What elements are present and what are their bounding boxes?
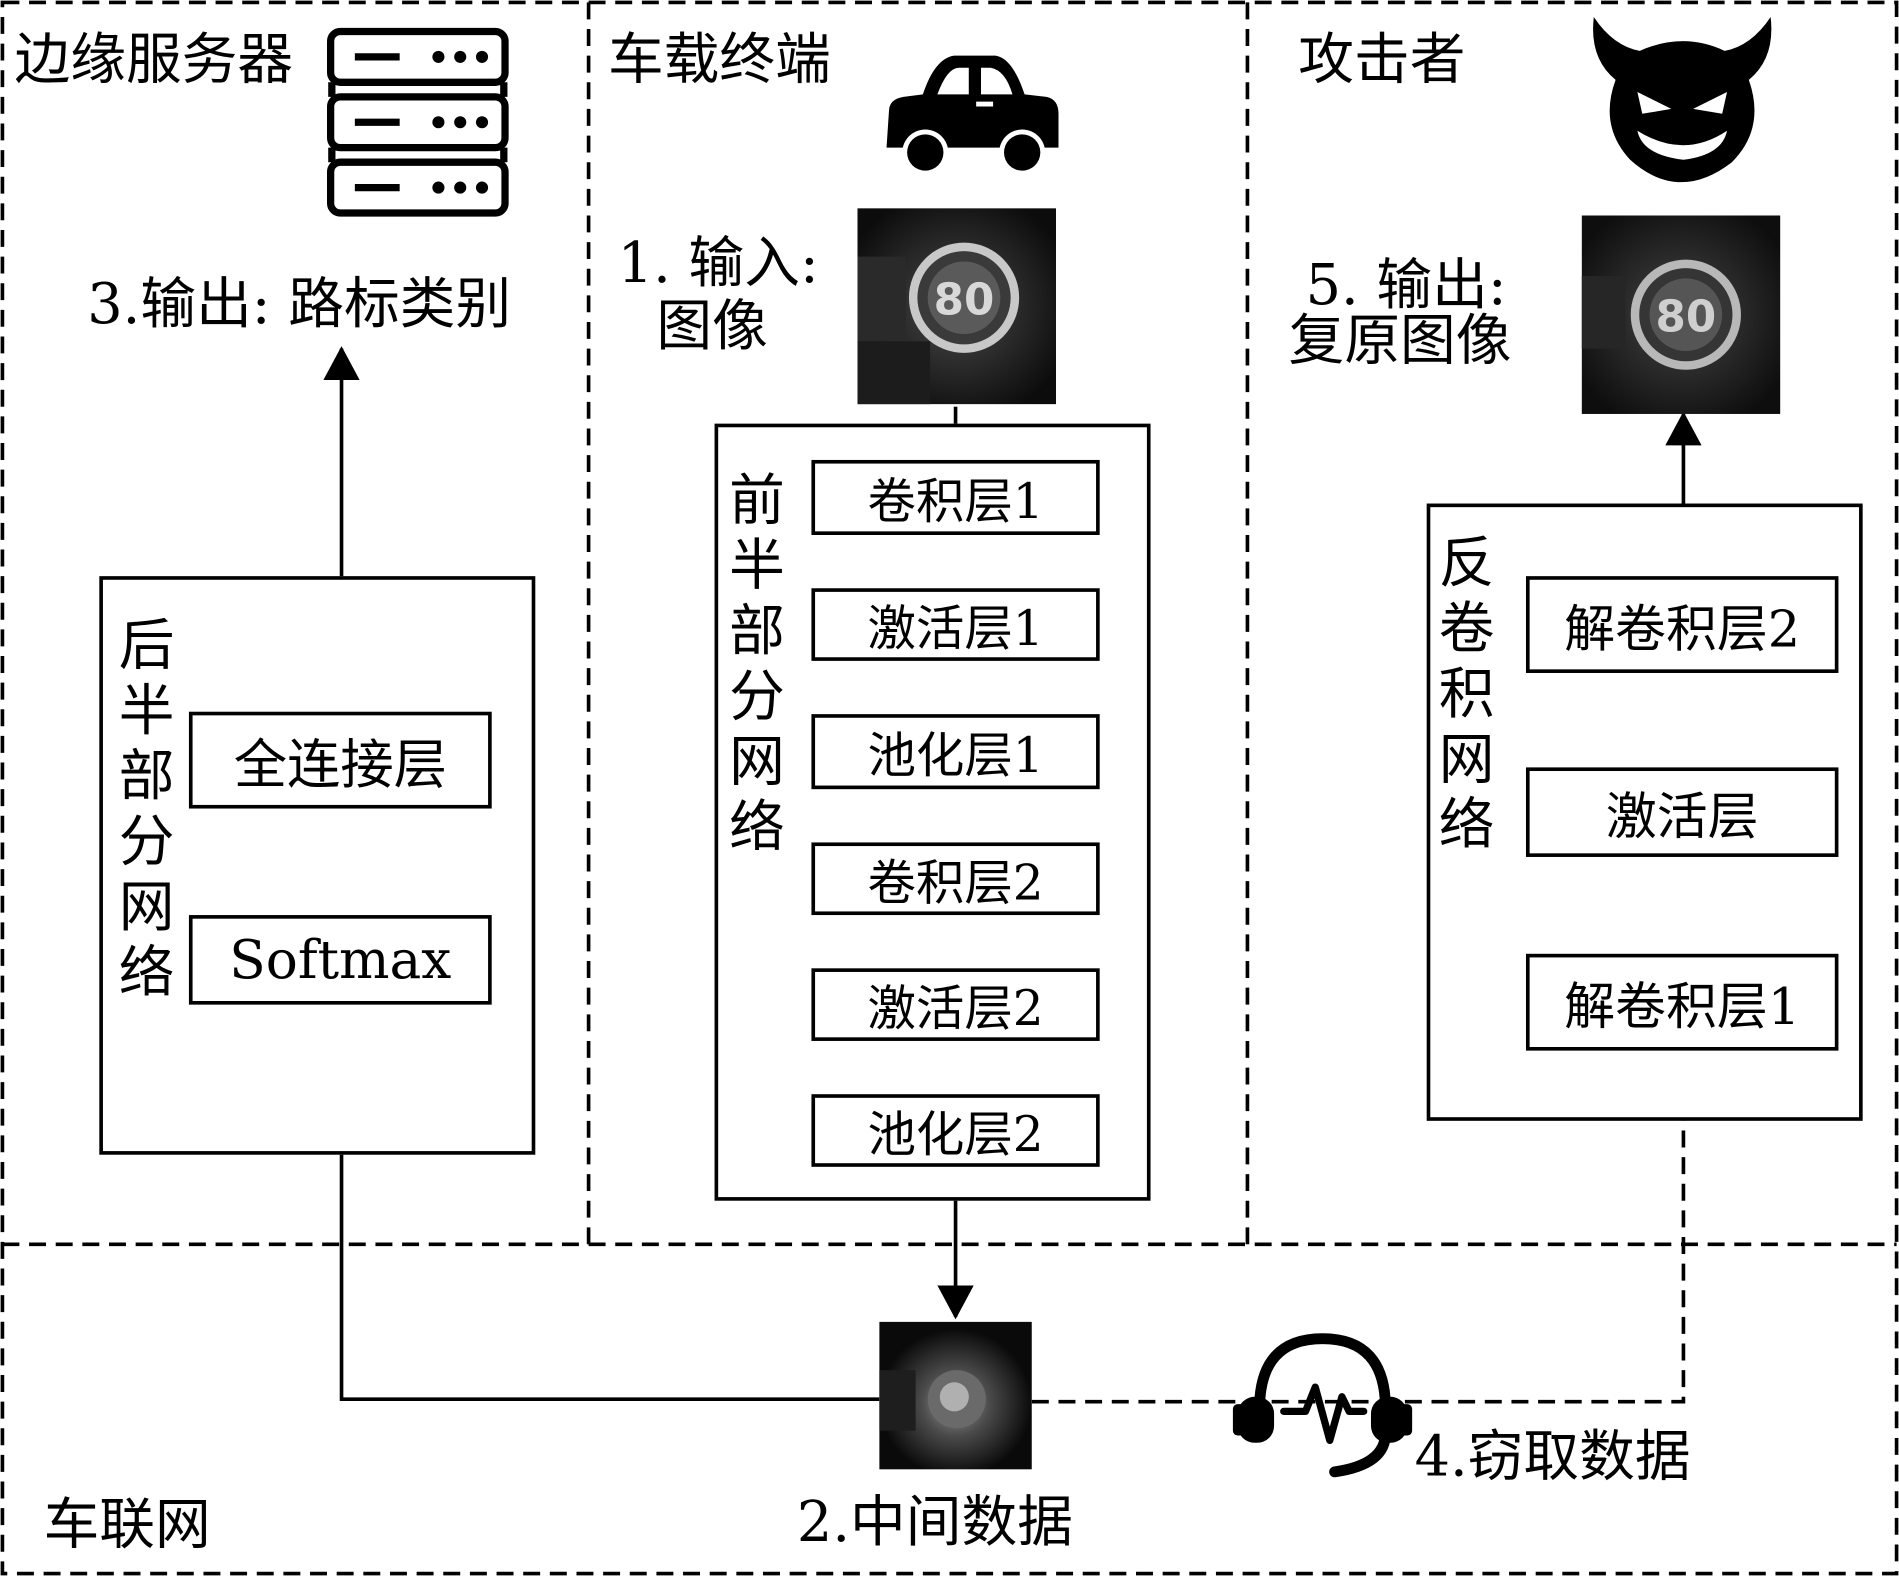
recovered-image: 80 xyxy=(1581,215,1781,418)
recovered-sign-text: 80 xyxy=(1656,293,1717,343)
deconv-network-label: 反卷积网络 xyxy=(1438,530,1495,857)
softmax-layer: Softmax xyxy=(188,915,492,1005)
region-title-iov: 车联网 xyxy=(43,1491,211,1557)
intermediate-data-image xyxy=(879,1321,1032,1475)
activation-layer-1: 激活层1 xyxy=(811,588,1100,661)
front-network-box xyxy=(714,423,1151,1201)
fc-layer: 全连接层 xyxy=(188,711,492,809)
input-sign-text: 80 xyxy=(934,276,995,326)
steal-data-label: 4.窃取数据 xyxy=(1414,1423,1691,1489)
deconv-layer-1: 解卷积层1 xyxy=(1525,953,1839,1051)
input-label-line1: 1. 输入: xyxy=(617,229,819,296)
back-network-label: 后半部分网络 xyxy=(118,612,175,1005)
deconv-activation-layer: 激活层 xyxy=(1525,767,1839,857)
front-network-label: 前半部分网络 xyxy=(729,467,785,860)
output-class-label: 3.输出: 路标类别 xyxy=(87,271,512,337)
devil-icon xyxy=(1582,10,1783,196)
region-title-edge-server: 边缘服务器 xyxy=(14,26,294,92)
headset-icon xyxy=(1228,1329,1417,1486)
input-label-line2: 图像 xyxy=(656,292,768,359)
intermediate-data-label: 2.中间数据 xyxy=(796,1488,1073,1555)
region-title-attacker: 攻击者 xyxy=(1298,26,1466,92)
car-icon xyxy=(877,46,1066,182)
region-title-vehicle-terminal: 车载终端 xyxy=(607,26,831,92)
deconv-layer-2: 解卷积层2 xyxy=(1525,576,1839,673)
recovered-label-line1: 5. 输出: xyxy=(1305,251,1507,318)
back-network-box xyxy=(99,576,536,1155)
recovered-label-line2: 复原图像 xyxy=(1288,307,1512,373)
server-icon xyxy=(325,27,512,223)
pooling-layer-2: 池化层2 xyxy=(811,1094,1100,1167)
conv-layer-2: 卷积层2 xyxy=(811,842,1100,916)
pooling-layer-1: 池化层1 xyxy=(811,714,1100,790)
conv-layer-1: 卷积层1 xyxy=(811,459,1100,535)
input-image: 80 xyxy=(857,208,1057,409)
activation-layer-2: 激活层2 xyxy=(811,968,1100,1041)
